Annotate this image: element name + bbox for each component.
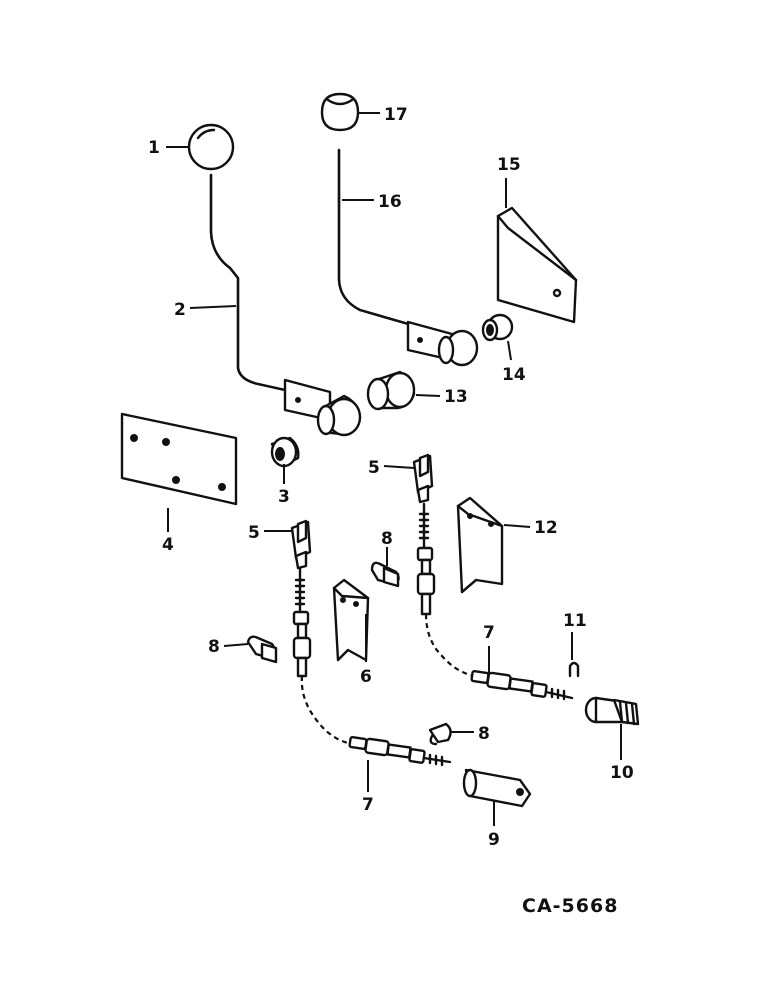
callout-7-left: 7 — [362, 795, 374, 815]
drawing-code: CA-5668 — [522, 895, 618, 917]
callout-13: 13 — [444, 387, 468, 407]
callout-4: 4 — [162, 535, 174, 555]
bushing-part-14 — [481, 313, 514, 342]
knob-part-1 — [187, 123, 235, 171]
shift-lever-part-2 — [209, 173, 362, 437]
callout-6: 6 — [360, 667, 372, 687]
pin-part-11 — [568, 661, 580, 678]
callout-5-left: 5 — [248, 523, 260, 543]
shift-lever-part-16 — [337, 148, 479, 367]
plate-part-4 — [120, 412, 238, 506]
callout-14: 14 — [502, 365, 526, 385]
callout-10: 10 — [610, 763, 634, 783]
cable-part-7-left — [292, 566, 452, 767]
clip-part-8-left — [246, 635, 278, 664]
callout-9: 9 — [488, 830, 500, 850]
callout-12: 12 — [534, 518, 558, 538]
clevis-part-5-left — [290, 519, 312, 570]
lever-bushing-16 — [437, 329, 479, 367]
bracket-part-6 — [332, 578, 370, 662]
callout-8-left: 8 — [208, 637, 220, 657]
clevis-part-5-right — [412, 453, 434, 504]
clip-part-8-lower — [428, 722, 452, 746]
bracket-part-12 — [456, 496, 504, 594]
cable-part-7-right — [416, 502, 574, 701]
leader-lines — [166, 112, 622, 826]
callout-5-right: 5 — [368, 458, 380, 478]
bushing-part-13 — [366, 370, 416, 411]
callout-3: 3 — [278, 487, 290, 507]
knob-part-17 — [320, 92, 360, 132]
callout-8-lower: 8 — [478, 724, 490, 744]
callout-16: 16 — [378, 192, 402, 212]
lever-bushing-2 — [316, 394, 362, 437]
cable-end-part-10 — [584, 696, 640, 726]
callout-1: 1 — [148, 138, 160, 158]
bracket-part-15 — [496, 206, 578, 324]
callout-15: 15 — [497, 155, 521, 175]
clip-part-8-upper — [370, 561, 400, 588]
callout-17: 17 — [384, 105, 408, 125]
bushing-part-3 — [270, 436, 300, 468]
callout-11: 11 — [563, 611, 587, 631]
callout-7-right: 7 — [483, 623, 495, 643]
callout-2: 2 — [174, 300, 186, 320]
connector-part-9 — [462, 768, 532, 808]
callout-8-upper: 8 — [381, 529, 393, 549]
